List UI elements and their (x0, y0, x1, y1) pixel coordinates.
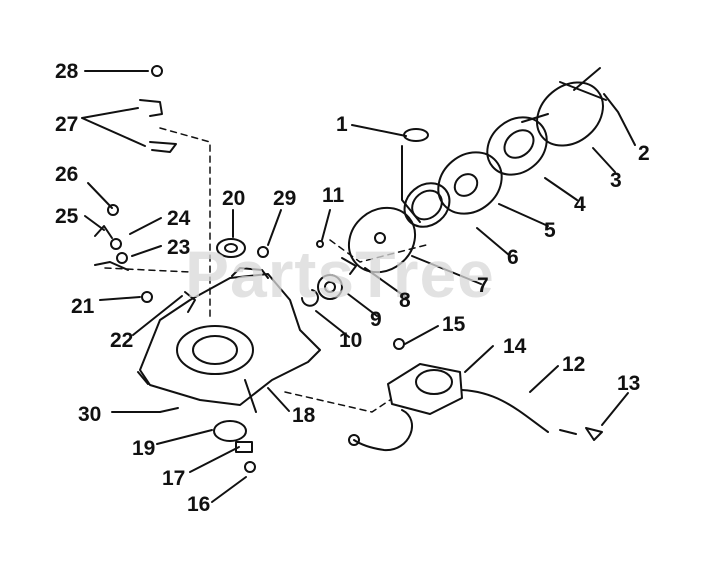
callout-15: 15 (442, 313, 466, 336)
callout-27: 27 (55, 113, 79, 136)
callout-13: 13 (617, 372, 641, 395)
callout-19: 19 (132, 437, 156, 460)
callout-1: 1 (336, 113, 348, 136)
callout-10: 10 (339, 329, 363, 352)
callout-6: 6 (507, 246, 519, 269)
callout-12: 12 (562, 353, 586, 376)
callout-21: 21 (71, 295, 95, 318)
callout-23: 23 (167, 236, 191, 259)
callout-29: 29 (273, 187, 297, 210)
ignition-coil (348, 363, 603, 452)
watermark: PartsTree (185, 237, 495, 311)
callout-30: 30 (78, 403, 102, 426)
callout-4: 4 (574, 193, 586, 216)
callout-18: 18 (292, 404, 316, 427)
alignment-dashes (104, 127, 431, 413)
callout-17: 17 (162, 467, 186, 490)
engine-housing (137, 267, 321, 413)
callout-22: 22 (110, 329, 134, 352)
leader-lines (81, 70, 636, 503)
callout-5: 5 (544, 219, 556, 242)
callout-3: 3 (610, 169, 622, 192)
callout-9: 9 (370, 308, 382, 331)
starter-pulley-group (301, 67, 607, 307)
callout-26: 26 (55, 163, 79, 186)
callout-20: 20 (222, 187, 246, 210)
callout-11: 11 (322, 184, 345, 207)
callout-28: 28 (55, 60, 79, 83)
fasteners (94, 65, 405, 473)
callout-14: 14 (503, 335, 527, 358)
callout-25: 25 (55, 205, 79, 228)
callout-16: 16 (187, 493, 211, 516)
callout-24: 24 (167, 207, 191, 230)
callout-7: 7 (477, 274, 489, 297)
callout-8: 8 (399, 289, 411, 312)
callout-2: 2 (638, 142, 650, 165)
